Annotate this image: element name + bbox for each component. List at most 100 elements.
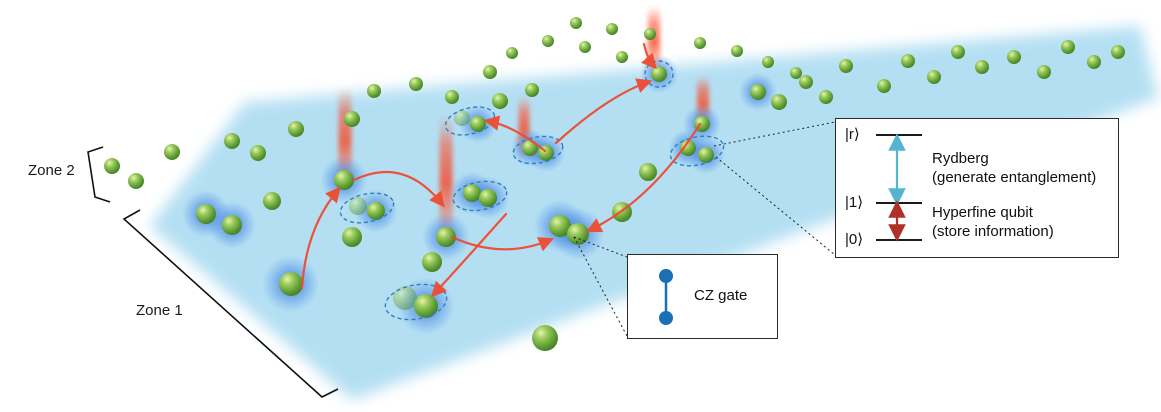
atom: [819, 90, 833, 104]
atom: [414, 294, 438, 318]
zone-bracket: [87, 146, 111, 203]
entangled-pair-ellipse: [452, 180, 508, 212]
atom: [483, 65, 497, 79]
atom: [762, 56, 774, 68]
atom: [367, 84, 381, 98]
transport-arrow: [586, 122, 702, 233]
transport-arrow: [640, 42, 657, 70]
cz-gate-label: CZ gate: [694, 287, 748, 304]
atom: [393, 286, 417, 310]
atom: [222, 215, 242, 235]
hyperfine-label: Hyperfine qubit: [932, 204, 1033, 221]
atom: [616, 51, 628, 63]
atom: [334, 170, 354, 190]
atom: [463, 184, 481, 202]
atom: [196, 204, 216, 224]
atom: [250, 145, 266, 161]
energy-level-callout: |r⟩ |1⟩ |0⟩ Rydberg (generate entangleme…: [835, 118, 1119, 258]
atom: [877, 79, 891, 93]
rydberg-text-block: Rydberg (generate entanglement): [932, 149, 1096, 187]
atom: [570, 17, 582, 29]
atom: [263, 192, 281, 210]
atom: [927, 70, 941, 84]
atoms-layer: [104, 17, 1125, 351]
atom: [750, 84, 766, 100]
atom: [344, 111, 360, 127]
atom: [639, 163, 657, 181]
atom: [454, 110, 470, 126]
callout-connector-line: [573, 236, 628, 337]
atom: [951, 45, 965, 59]
atom: [644, 28, 656, 40]
atom: [975, 60, 989, 74]
atom: [839, 59, 853, 73]
zone2-label: Zone 2: [28, 162, 75, 179]
atom: [128, 173, 144, 189]
atom: [901, 54, 915, 68]
atom: [492, 93, 508, 109]
atom: [436, 227, 456, 247]
atom: [367, 202, 385, 220]
atom: [680, 140, 696, 156]
atom: [522, 140, 538, 156]
atom: [771, 94, 787, 110]
transport-arrow: [554, 78, 653, 145]
atom: [799, 75, 813, 89]
transport-arrow: [300, 186, 341, 290]
entangled-pair-ellipse: [644, 60, 674, 88]
zone1-label: Zone 1: [136, 302, 183, 319]
entangled-pair-ellipse: [669, 135, 725, 167]
rydberg-label: Rydberg: [932, 150, 989, 167]
ket-r-label: |r⟩: [845, 126, 860, 143]
atom: [224, 133, 240, 149]
transport-arrow: [431, 212, 508, 298]
callout-connector-line: [715, 156, 836, 256]
rydberg-sublabel: (generate entanglement): [932, 169, 1097, 186]
atom: [606, 23, 618, 35]
transport-arrow: [352, 170, 445, 208]
atom: [532, 325, 558, 351]
cz-gate-icon: [659, 269, 673, 325]
atom: [694, 37, 706, 49]
atom: [288, 121, 304, 137]
atom: [279, 272, 303, 296]
atom: [579, 41, 591, 53]
cz-gate-callout: CZ gate: [627, 254, 778, 339]
atom: [1007, 50, 1021, 64]
atom: [506, 47, 518, 59]
atom: [1087, 55, 1101, 69]
ket-one-label: |1⟩: [845, 194, 864, 211]
atom: [651, 66, 667, 82]
entangled-pair-ellipse: [444, 106, 496, 136]
atom: [567, 223, 589, 245]
atom: [542, 35, 554, 47]
atom: [342, 227, 362, 247]
atom: [1061, 40, 1075, 54]
atom: [470, 116, 486, 132]
atom: [1037, 65, 1051, 79]
brackets-layer: [87, 146, 339, 398]
hyperfine-sublabel: (store information): [932, 223, 1054, 240]
transport-arrow: [483, 115, 547, 153]
atom: [349, 197, 367, 215]
atom: [445, 90, 459, 104]
atom: [790, 67, 802, 79]
atom: [698, 147, 714, 163]
atom: [164, 144, 180, 160]
atom: [549, 215, 571, 237]
atom: [525, 83, 539, 97]
atom: [1111, 45, 1125, 59]
atom: [479, 189, 497, 207]
atom: [104, 158, 120, 174]
zone-bracket: [122, 209, 339, 398]
hyperfine-text-block: Hyperfine qubit (store information): [932, 203, 1054, 241]
entangled-pair-ellipse: [339, 192, 395, 224]
atom: [731, 45, 743, 57]
transport-arrow: [450, 235, 555, 252]
ket-zero-label: |0⟩: [845, 231, 864, 248]
atom: [409, 77, 423, 91]
entangled-pair-ellipse: [512, 135, 564, 165]
arrows-layer: [300, 42, 702, 298]
callout-connector-line: [713, 121, 836, 147]
